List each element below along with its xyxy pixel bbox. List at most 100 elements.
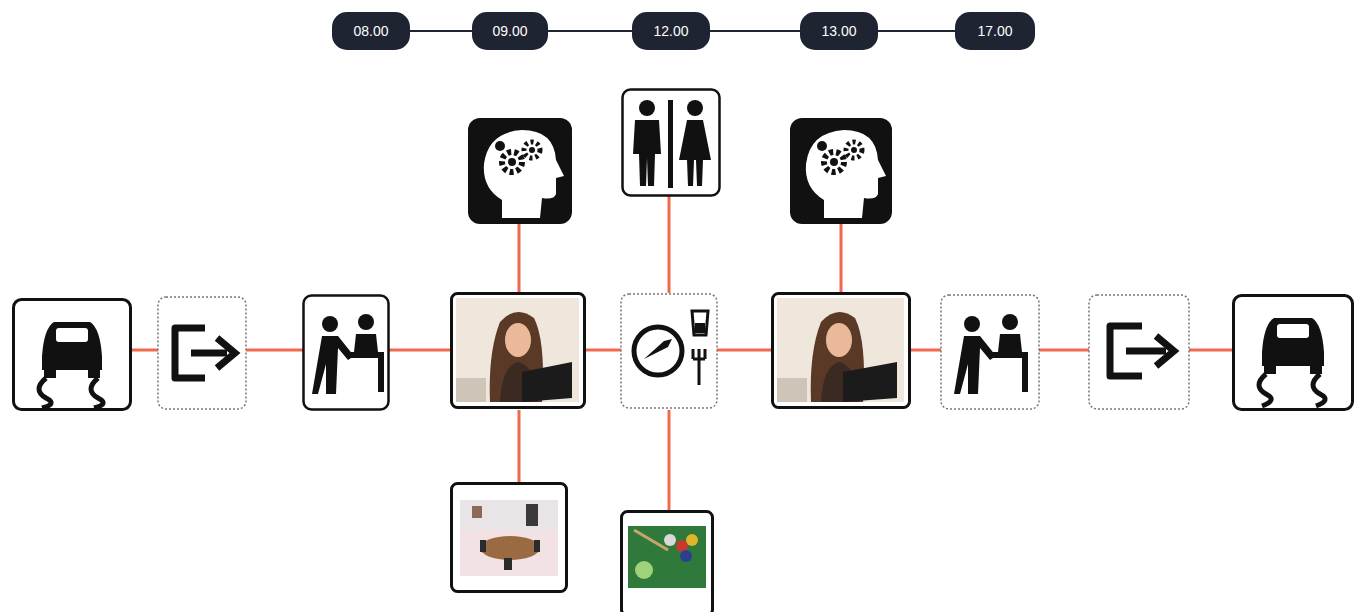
time-label: 08.00 [353, 23, 388, 39]
time-pill: 09.00 [472, 12, 548, 50]
skidding-car-icon-part [91, 378, 103, 408]
restroom-icon-part [668, 100, 673, 188]
skidding-car-icon [1234, 296, 1353, 410]
office-worker-photo-part [456, 378, 486, 402]
meal-icon-part [621, 294, 717, 408]
exit-icon-part [158, 297, 246, 409]
time-label: 13.00 [821, 23, 856, 39]
reception-icon-part [964, 316, 980, 332]
pool-table-photo-part [634, 530, 668, 550]
exit-icon-part [1126, 348, 1166, 355]
exit-icon [158, 297, 246, 409]
time-pill: 13.00 [800, 12, 878, 50]
thinking-head-icon-part [524, 142, 540, 158]
skidding-car-icon-part [39, 378, 51, 408]
time-pill: 08.00 [332, 12, 410, 50]
flow-line-part [518, 224, 521, 293]
office-worker-photo [452, 294, 585, 408]
skidding-car-icon-part [1234, 296, 1353, 410]
exit-icon [1089, 295, 1189, 409]
restroom-icon-part [687, 100, 703, 116]
meal-icon-part [693, 349, 705, 385]
meal-icon-part [644, 339, 672, 359]
office-worker-photo [773, 294, 910, 408]
office-worker-photo-part [505, 323, 531, 357]
thinking-head-icon-part [817, 141, 827, 151]
skidding-car-icon-part [1277, 324, 1309, 338]
skidding-car-icon-part [1264, 364, 1276, 374]
time-label: 09.00 [492, 23, 527, 39]
meeting-room-photo-part [472, 506, 482, 518]
office-worker-photo-part [843, 362, 897, 402]
reception-icon [304, 296, 389, 410]
timeline-link [548, 30, 632, 32]
meal-icon-part [695, 323, 705, 333]
thinking-head-icon-part [468, 118, 572, 224]
office-worker-photo-part [777, 298, 904, 402]
thinking-head-icon-part [495, 141, 505, 151]
skidding-car-icon-part [42, 322, 102, 370]
pool-table-photo-part [622, 512, 713, 612]
exit-icon-part [1089, 295, 1189, 409]
reception-icon-part [1002, 314, 1018, 330]
meeting-room-photo-part [452, 484, 567, 592]
pool-table-photo-part [628, 526, 706, 588]
meal-icon [621, 294, 717, 408]
skidding-car-icon-part [56, 328, 88, 342]
skidding-car-icon-part [1313, 374, 1325, 406]
skidding-car-icon-part [88, 368, 100, 378]
restroom-icon-part [639, 100, 655, 116]
reception-icon-part [322, 316, 338, 332]
flow-line-part [840, 224, 843, 293]
pool-table-photo-part [635, 561, 653, 579]
timeline-link [710, 30, 800, 32]
thinking-head-icon [468, 118, 572, 224]
pool-table-photo-part [680, 550, 692, 562]
thinking-head-icon-part [846, 142, 862, 158]
restroom-icon-part [623, 90, 720, 196]
restroom-icon [623, 90, 720, 196]
skidding-car-icon-part [14, 300, 131, 410]
reception-icon-part [312, 336, 354, 394]
reception-icon [941, 295, 1039, 409]
skidding-car-icon-part [44, 368, 56, 378]
thinking-head-icon-part [484, 130, 564, 218]
meeting-room-photo-part [526, 504, 538, 526]
time-label: 12.00 [653, 23, 688, 39]
reception-icon-part [358, 314, 374, 330]
thinking-head-icon-part [790, 118, 892, 224]
office-worker-photo-part [826, 323, 852, 357]
reception-icon-part [941, 295, 1039, 409]
meeting-room-photo-part [534, 540, 540, 552]
timeline-link [410, 30, 472, 32]
reception-icon-part [998, 334, 1022, 352]
time-pill: 17.00 [955, 12, 1035, 50]
thinking-head-icon-part [508, 158, 516, 166]
flow-line-part [668, 410, 671, 510]
thinking-head-icon-part [830, 158, 838, 166]
thinking-head-icon-part [502, 152, 522, 172]
office-worker-photo-part [456, 298, 579, 402]
exit-icon-part [217, 338, 235, 368]
exit-icon-part [191, 350, 227, 357]
flow-line [60, 194, 1300, 510]
pool-table-photo-part [664, 534, 676, 546]
thinking-head-icon-part [529, 147, 535, 153]
flow-line-part [518, 410, 521, 482]
skidding-car-icon-part [1310, 364, 1322, 374]
meeting-room-photo [452, 484, 567, 592]
skidding-car-icon-part [1259, 374, 1271, 406]
meal-icon-part [692, 311, 708, 335]
reception-icon-part [954, 336, 996, 394]
skidding-car-icon [14, 300, 131, 410]
office-worker-photo-part [522, 362, 572, 402]
meeting-room-photo-part [504, 558, 512, 570]
meeting-room-photo-part [460, 500, 558, 576]
office-worker-photo-part [452, 294, 585, 408]
thinking-head-icon [790, 118, 892, 224]
meeting-room-photo-part [460, 500, 558, 530]
reception-icon-part [1022, 352, 1028, 392]
